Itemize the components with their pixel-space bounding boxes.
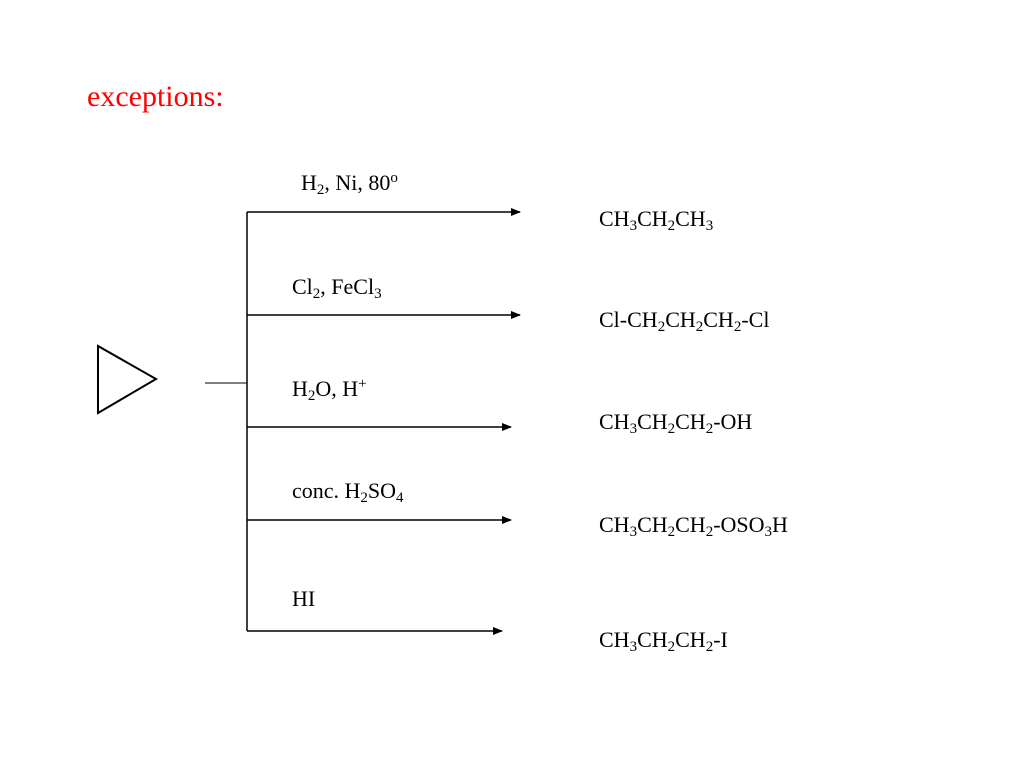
reagent-3: H2O, H+: [292, 376, 367, 404]
product-1: CH3CH2CH3: [599, 206, 714, 234]
reagent-4: conc. H2SO4: [292, 478, 404, 506]
product-5: CH3CH2CH2-I: [599, 627, 728, 655]
product-4: CH3CH2CH2-OSO3H: [599, 512, 788, 540]
slide-heading: exceptions:: [87, 80, 224, 113]
reagent-2: Cl2, FeCl3: [292, 274, 382, 302]
reagent-5: HI: [292, 586, 316, 611]
reagent-1: H2, Ni, 80o: [301, 170, 398, 198]
product-3: CH3CH2CH2-OH: [599, 409, 753, 437]
cyclopropane-structure: [97, 344, 158, 415]
product-2: Cl-CH2CH2CH2-Cl: [599, 307, 770, 335]
